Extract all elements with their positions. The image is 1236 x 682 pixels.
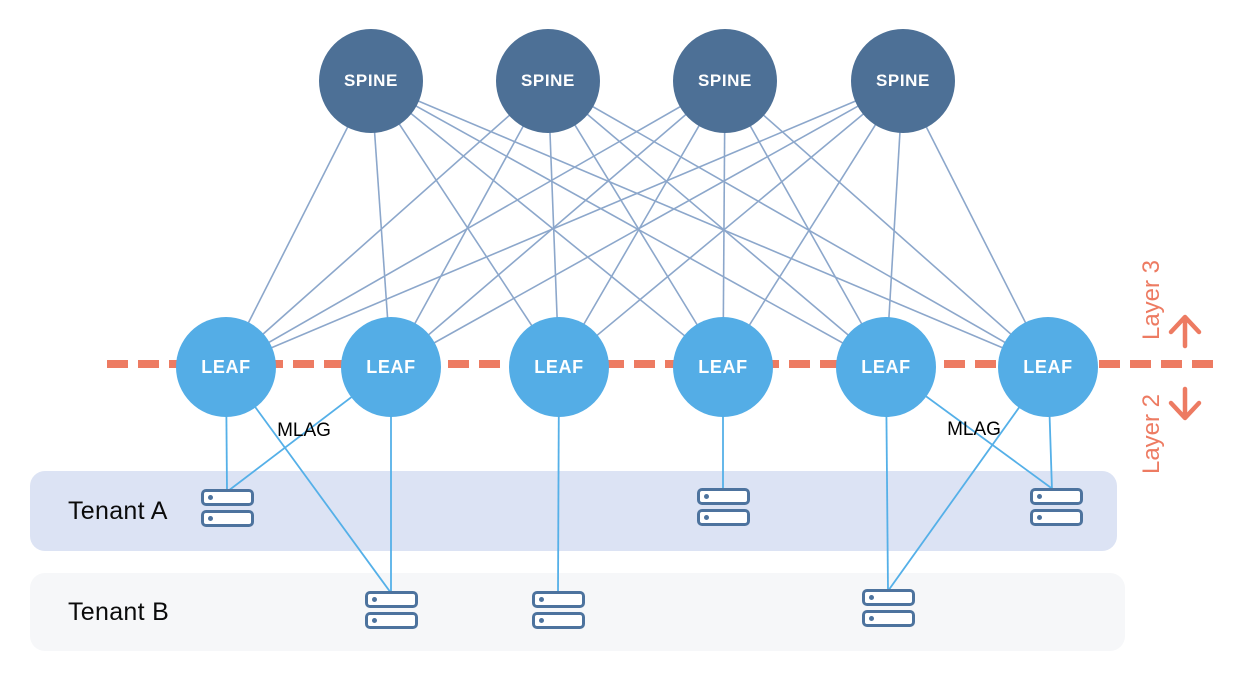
leaf-node-label: LEAF	[534, 356, 584, 377]
leaf-node-label: LEAF	[366, 356, 416, 377]
spine-node-label: SPINE	[875, 71, 931, 90]
leaf-node-1: LEAF	[176, 317, 276, 417]
server-icon	[365, 591, 418, 629]
tenant-b-label: Tenant B	[68, 597, 170, 626]
spine-node-2: SPINE	[496, 29, 600, 133]
mlag-label-left: MLAG	[277, 420, 331, 441]
server-icon	[1030, 488, 1083, 526]
leaf-node-5: LEAF	[836, 317, 936, 417]
server-icon	[532, 591, 585, 629]
leaf-node-label: LEAF	[698, 356, 748, 377]
spine-node-1: SPINE	[319, 29, 423, 133]
leaf-node-6: LEAF	[998, 317, 1098, 417]
spine-node-label: SPINE	[697, 71, 753, 90]
leaf-node-4: LEAF	[673, 317, 773, 417]
arrow-down-icon	[1168, 386, 1202, 421]
leaf-node-2: LEAF	[341, 317, 441, 417]
leaf-node-label: LEAF	[861, 356, 911, 377]
spine-node-label: SPINE	[343, 71, 399, 90]
tenant-a-band: Tenant A	[30, 471, 1117, 551]
spine-node-4: SPINE	[851, 29, 955, 133]
spine-node-3: SPINE	[673, 29, 777, 133]
leaf-node-3: LEAF	[509, 317, 609, 417]
mlag-label-right: MLAG	[947, 419, 1001, 440]
leaf-node-label: LEAF	[201, 356, 251, 377]
spine-node-label: SPINE	[520, 71, 576, 90]
arrow-up-icon	[1168, 314, 1202, 349]
server-icon	[862, 589, 915, 627]
server-icon	[697, 488, 750, 526]
server-icon	[201, 489, 254, 527]
leaf-node-label: LEAF	[1023, 356, 1073, 377]
tenant-a-label: Tenant A	[68, 496, 168, 525]
layer3-label: Layer 3	[1138, 259, 1165, 341]
layer2-label: Layer 2	[1138, 393, 1165, 475]
